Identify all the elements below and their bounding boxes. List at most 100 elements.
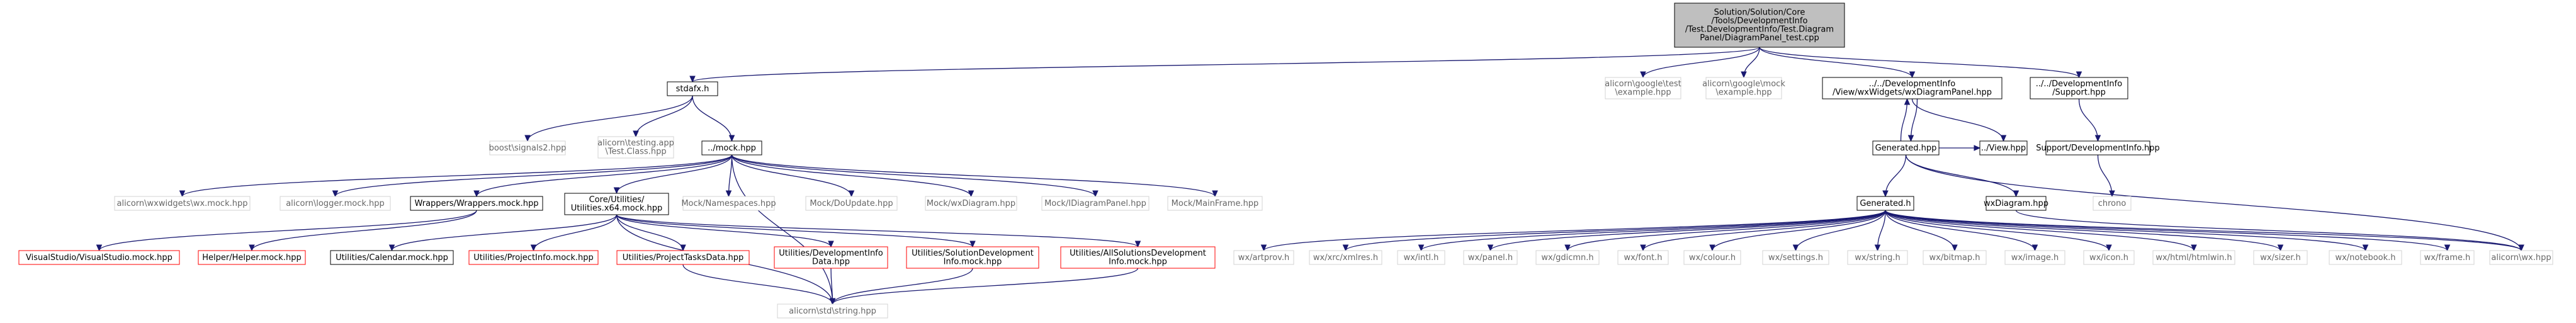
- arrow-head-icon: [2362, 244, 2369, 252]
- edge-root-to-support: [1759, 47, 2082, 79]
- node-label-line: Info.mock.hpp: [944, 258, 1002, 267]
- node-label-line: Utilities/AllSolutionsDevelopment: [1070, 249, 1206, 258]
- node-box: [1041, 196, 1150, 211]
- edge-line: [334, 154, 733, 197]
- node-support[interactable]: ../../DevelopmentInfo/Support.hpp: [2030, 77, 2128, 99]
- arrow-head-icon: [1909, 71, 1916, 79]
- node-box: [2093, 196, 2132, 211]
- arrow-head-icon: [968, 190, 974, 198]
- arrow-head-icon: [1212, 190, 1218, 198]
- node-generated_h[interactable]: Generated.h: [1856, 196, 1914, 211]
- edge-line: [527, 95, 693, 142]
- node-box: [1535, 250, 1600, 265]
- node-colour: wx/colour.h: [1683, 250, 1741, 265]
- node-label-line: Support/DevelopmentInfo.hpp: [2036, 144, 2160, 153]
- arrow-head-icon: [1134, 241, 1141, 248]
- node-idiagrampanel: Mock/IDiagramPanel.hpp: [1041, 196, 1150, 211]
- node-box: [2004, 250, 2065, 265]
- edge-line: [1743, 47, 1760, 78]
- arrow-head-icon: [249, 244, 255, 252]
- edge-utilities_x64-to-projectinfo: [530, 214, 618, 252]
- edge-line: [1567, 210, 1886, 251]
- node-mock[interactable]: ../mock.hpp: [701, 140, 762, 156]
- node-label-line: wx/notebook.h: [2335, 253, 2395, 263]
- node-label-line: alicorn\testing.app: [597, 139, 674, 148]
- node-label-line: Helper/Helper.mock.hpp: [202, 253, 301, 263]
- node-label-line: alicorn\wxwidgets\wx.mock.hpp: [117, 199, 248, 208]
- node-htmlwin: wx/html/htmlwin.h: [2152, 250, 2235, 265]
- node-projecttasks[interactable]: Utilities/ProjectTasksData.hpp: [616, 250, 750, 265]
- node-label-line: ../View.hpp: [1981, 144, 2026, 153]
- arrow-head-icon: [1741, 71, 1747, 79]
- arrow-head-icon: [1792, 244, 1799, 252]
- edge-generated_h-to-intl: [1418, 210, 1886, 252]
- node-sizer: wx/sizer.h: [2253, 250, 2308, 265]
- arrow-head-icon: [969, 241, 976, 248]
- node-view_hpp[interactable]: ../View.hpp: [1979, 140, 2028, 156]
- node-allsolutions[interactable]: Utilities/AllSolutionsDevelopmentInfo.mo…: [1060, 246, 1216, 269]
- arrow-head-icon: [1640, 244, 1646, 252]
- node-xmlres: wx/xrc/xmlres.h: [1309, 250, 1382, 265]
- node-solutiondev[interactable]: Utilities/SolutionDevelopmentInfo.mock.h…: [906, 246, 1039, 269]
- edge-line: [832, 268, 973, 305]
- node-namespaces: Mock/Namespaces.hpp: [681, 196, 776, 211]
- arrow-head-icon: [179, 190, 186, 198]
- node-wxmock: alicorn\wxwidgets\wx.mock.hpp: [114, 196, 251, 211]
- node-calendar[interactable]: Utilities/Calendar.mock.hpp: [330, 250, 454, 265]
- node-projectinfo[interactable]: Utilities/ProjectInfo.mock.hpp: [468, 250, 599, 265]
- edge-mock-to-wrappers: [473, 154, 733, 198]
- node-label-line: wx/xrc/xmlres.h: [1313, 253, 1378, 263]
- node-stdafx[interactable]: stdafx.h: [667, 81, 718, 96]
- edge-line: [1900, 98, 1908, 142]
- arrow-head-icon: [2191, 244, 2197, 252]
- node-helper[interactable]: Helper/Helper.mock.hpp: [198, 250, 306, 265]
- node-label-line: Mock/wxDiagram.hpp: [927, 199, 1015, 208]
- edge-generated_h-to-image: [1885, 210, 2038, 252]
- node-label-line: \example.hpp: [1715, 88, 1771, 98]
- node-wrappers[interactable]: Wrappers/Wrappers.mock.hpp: [410, 196, 543, 211]
- edge-utilities_x64-to-devinfo_data: [616, 214, 834, 248]
- node-root[interactable]: Solution/Solution/Core/Tools/Development…: [1674, 3, 1845, 48]
- node-label-line: wx/frame.h: [2424, 253, 2471, 263]
- edge-line: [2097, 154, 2113, 197]
- node-visualstudio[interactable]: VisualStudio/VisualStudio.mock.hpp: [18, 250, 180, 265]
- edge-stdafx-to-testing_class: [633, 95, 693, 138]
- node-generated_hpp[interactable]: Generated.hpp: [1872, 140, 1940, 156]
- arrow-head-icon: [2106, 244, 2112, 252]
- node-utilities_x64[interactable]: Core/Utilities/Utilities.x64.mock.hpp: [564, 193, 669, 215]
- arrow-head-icon: [1907, 135, 1914, 142]
- node-box: [2083, 250, 2135, 265]
- node-wxdiagrampanel[interactable]: ../../DevelopmentInfo/View/wxWidgets/wxD…: [1822, 77, 2003, 99]
- node-box: [280, 196, 391, 211]
- node-box: [1167, 196, 1263, 211]
- node-label-line: Utilities/Calendar.mock.hpp: [336, 253, 448, 263]
- node-loggermock: alicorn\logger.mock.hpp: [280, 196, 391, 211]
- edge-generated_h-to-artprov: [1260, 210, 1886, 252]
- edge-line: [728, 154, 733, 197]
- node-label-line: /View/wxWidgets/wxDiagramPanel.hpp: [1833, 88, 1992, 98]
- node-box: [1233, 250, 1294, 265]
- node-box: [777, 303, 888, 319]
- edge-wxdiagrampanel-to-generated_hpp: [1907, 98, 1918, 142]
- edge-root-to-wxdiagrampanel: [1759, 47, 1916, 79]
- edge-line: [731, 154, 972, 197]
- arrow-head-icon: [1709, 244, 1715, 252]
- edge-line: [1345, 210, 1886, 251]
- node-box: [1309, 250, 1382, 265]
- node-box: [2253, 250, 2308, 265]
- arrow-head-icon: [388, 244, 395, 252]
- edge-generated_h-to-bitmap: [1885, 210, 1958, 252]
- node-label-line: Utilities/ProjectInfo.mock.hpp: [473, 253, 593, 263]
- node-support_devinfo[interactable]: Support/DevelopmentInfo.hpp: [2036, 140, 2160, 156]
- arrow-head-icon: [1952, 244, 1958, 252]
- node-wxdiagram_hpp[interactable]: wxDiagram.hpp: [1984, 196, 2048, 211]
- arrow-head-icon: [2109, 190, 2115, 198]
- edge-line: [1885, 210, 2110, 251]
- node-label-line: Generated.hpp: [1875, 144, 1937, 153]
- node-box: [1605, 77, 1681, 99]
- node-box: [1986, 196, 2047, 211]
- node-box: [906, 246, 1039, 269]
- edge-generated_h-to-string: [1874, 210, 1886, 252]
- edge-line: [731, 154, 852, 197]
